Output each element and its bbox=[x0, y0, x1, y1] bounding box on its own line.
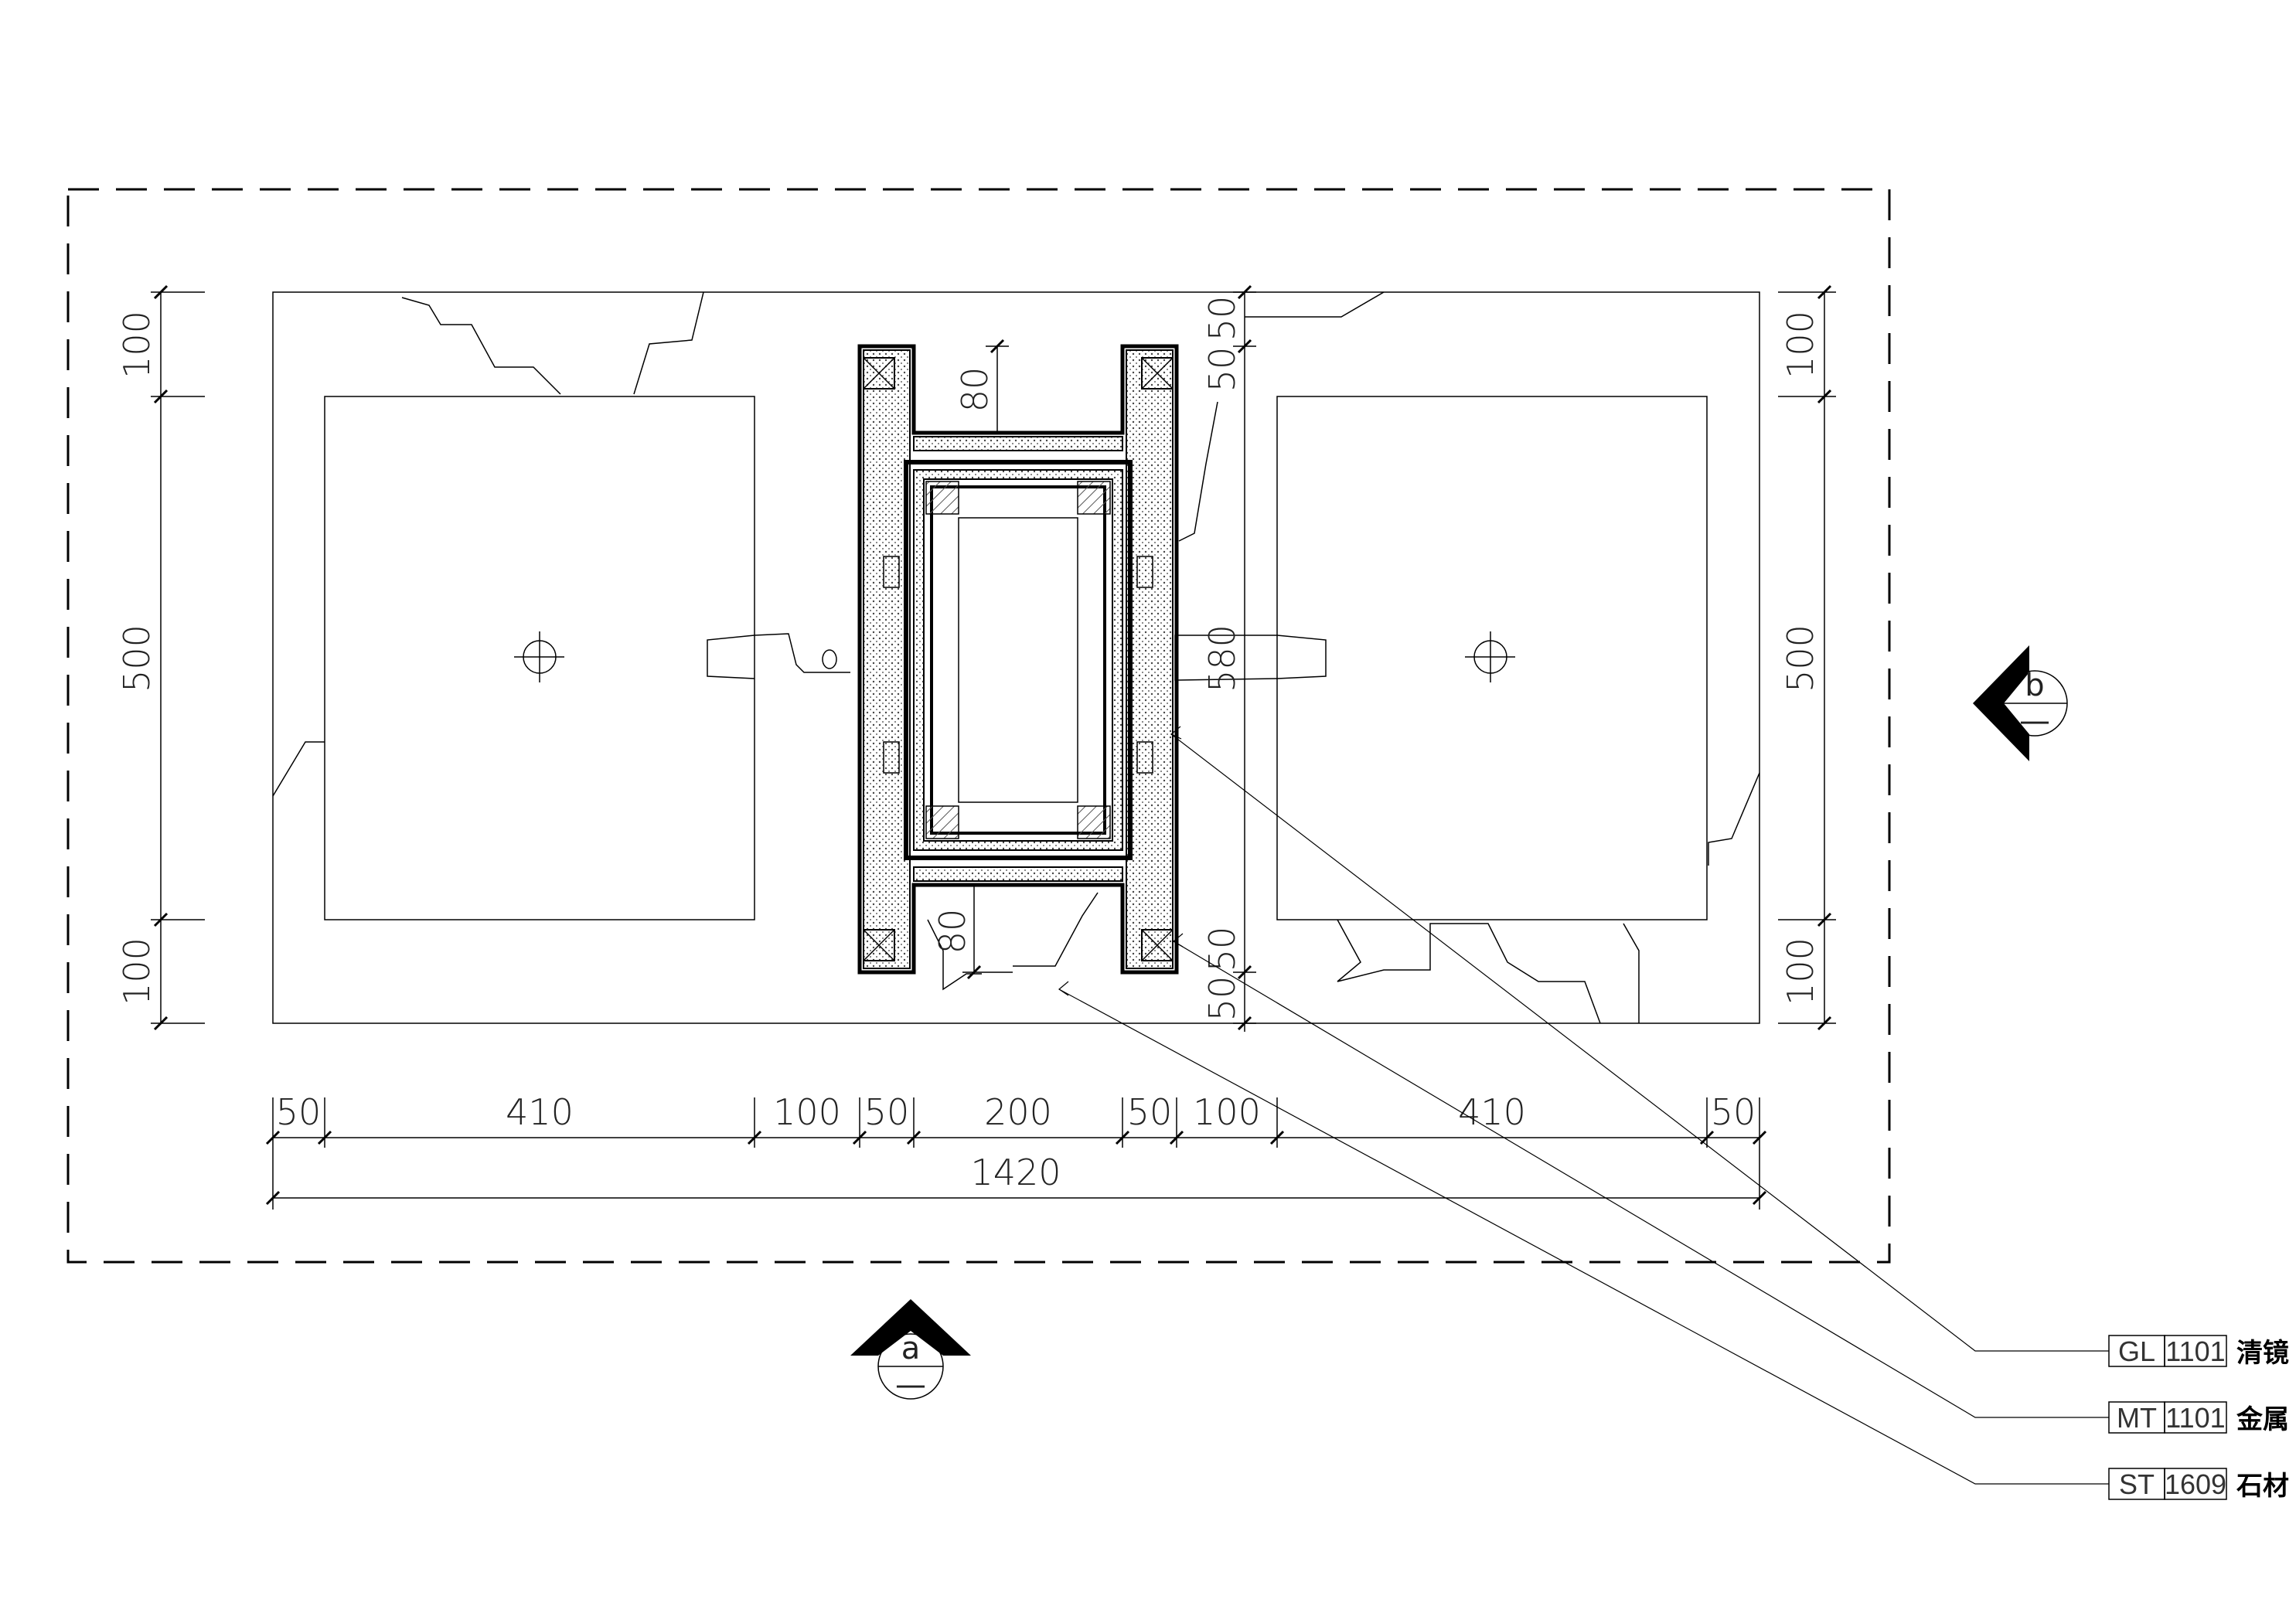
dim-center-right-3: 580 bbox=[1201, 624, 1243, 692]
material-2-code: MT bbox=[2117, 1402, 2157, 1434]
material-3-name: 石材 bbox=[2236, 1471, 2289, 1502]
section-marker-b: b — bbox=[1973, 645, 2067, 761]
dim-bottom-2: 410 bbox=[506, 1091, 574, 1133]
dim-center-top: 80 bbox=[954, 367, 996, 413]
section-a-sub: — bbox=[895, 1367, 926, 1403]
dim-left-2: 500 bbox=[116, 624, 158, 692]
material-2-number: 1101 bbox=[2165, 1402, 2225, 1434]
dim-left-3: 100 bbox=[116, 937, 158, 1005]
dim-bottom-4: 50 bbox=[864, 1091, 910, 1133]
dim-bottom-3: 100 bbox=[773, 1091, 841, 1133]
dim-right-1: 100 bbox=[1780, 311, 1821, 379]
dim-right-3: 100 bbox=[1780, 937, 1821, 1005]
right-dimension-lines bbox=[1778, 286, 1836, 1029]
section-marker-a: a — bbox=[850, 1299, 971, 1403]
dim-center-right-5: 50 bbox=[1201, 976, 1243, 1022]
material-tag-1: GL 1101 清镜 bbox=[2109, 1335, 2289, 1369]
dim-bottom-6: 50 bbox=[1127, 1091, 1173, 1133]
section-b-sub: — bbox=[2019, 703, 2050, 739]
material-3-code: ST bbox=[2119, 1468, 2155, 1500]
dim-bottom-8: 410 bbox=[1458, 1091, 1526, 1133]
right-drain-icon bbox=[1465, 631, 1515, 682]
left-basin bbox=[325, 396, 755, 920]
bottom-dimension-lines bbox=[267, 1097, 1766, 1210]
mirror-cabinet bbox=[860, 346, 1177, 972]
dim-overall: 1420 bbox=[970, 1152, 1061, 1193]
left-drain-icon bbox=[514, 631, 564, 682]
material-1-code: GL bbox=[2118, 1335, 2155, 1367]
countertop-outline bbox=[273, 292, 1759, 1023]
dim-left-1: 100 bbox=[116, 311, 158, 379]
right-faucet bbox=[1175, 635, 1326, 680]
dim-center-bottom: 80 bbox=[932, 909, 973, 954]
dim-bottom-9: 50 bbox=[1711, 1091, 1756, 1133]
section-a-letter: a bbox=[901, 1331, 921, 1366]
material-3-number: 1609 bbox=[2165, 1468, 2226, 1500]
dim-bottom-5: 200 bbox=[984, 1091, 1052, 1133]
dim-right-2: 500 bbox=[1780, 624, 1821, 692]
material-1-name: 清镜 bbox=[2236, 1338, 2289, 1369]
left-faucet bbox=[707, 634, 850, 679]
leader-lines bbox=[1059, 726, 2109, 1484]
material-tag-2: MT 1101 金属 bbox=[2109, 1402, 2289, 1435]
material-1-number: 1101 bbox=[2165, 1335, 2225, 1367]
left-dimension-lines bbox=[151, 286, 205, 1029]
dim-center-right-1: 50 bbox=[1201, 296, 1243, 342]
center-dimension-lines bbox=[962, 286, 1256, 1032]
material-tag-3: ST 1609 石材 bbox=[2109, 1468, 2289, 1502]
dim-bottom-1: 50 bbox=[276, 1091, 322, 1133]
dashed-boundary bbox=[68, 189, 1889, 1262]
right-basin bbox=[1277, 396, 1707, 920]
material-2-name: 金属 bbox=[2236, 1404, 2289, 1435]
dim-bottom-7: 100 bbox=[1193, 1091, 1261, 1133]
dim-center-right-4: 50 bbox=[1201, 927, 1243, 972]
section-b-letter: b bbox=[2025, 668, 2044, 703]
dim-center-right-2: 50 bbox=[1201, 347, 1243, 393]
